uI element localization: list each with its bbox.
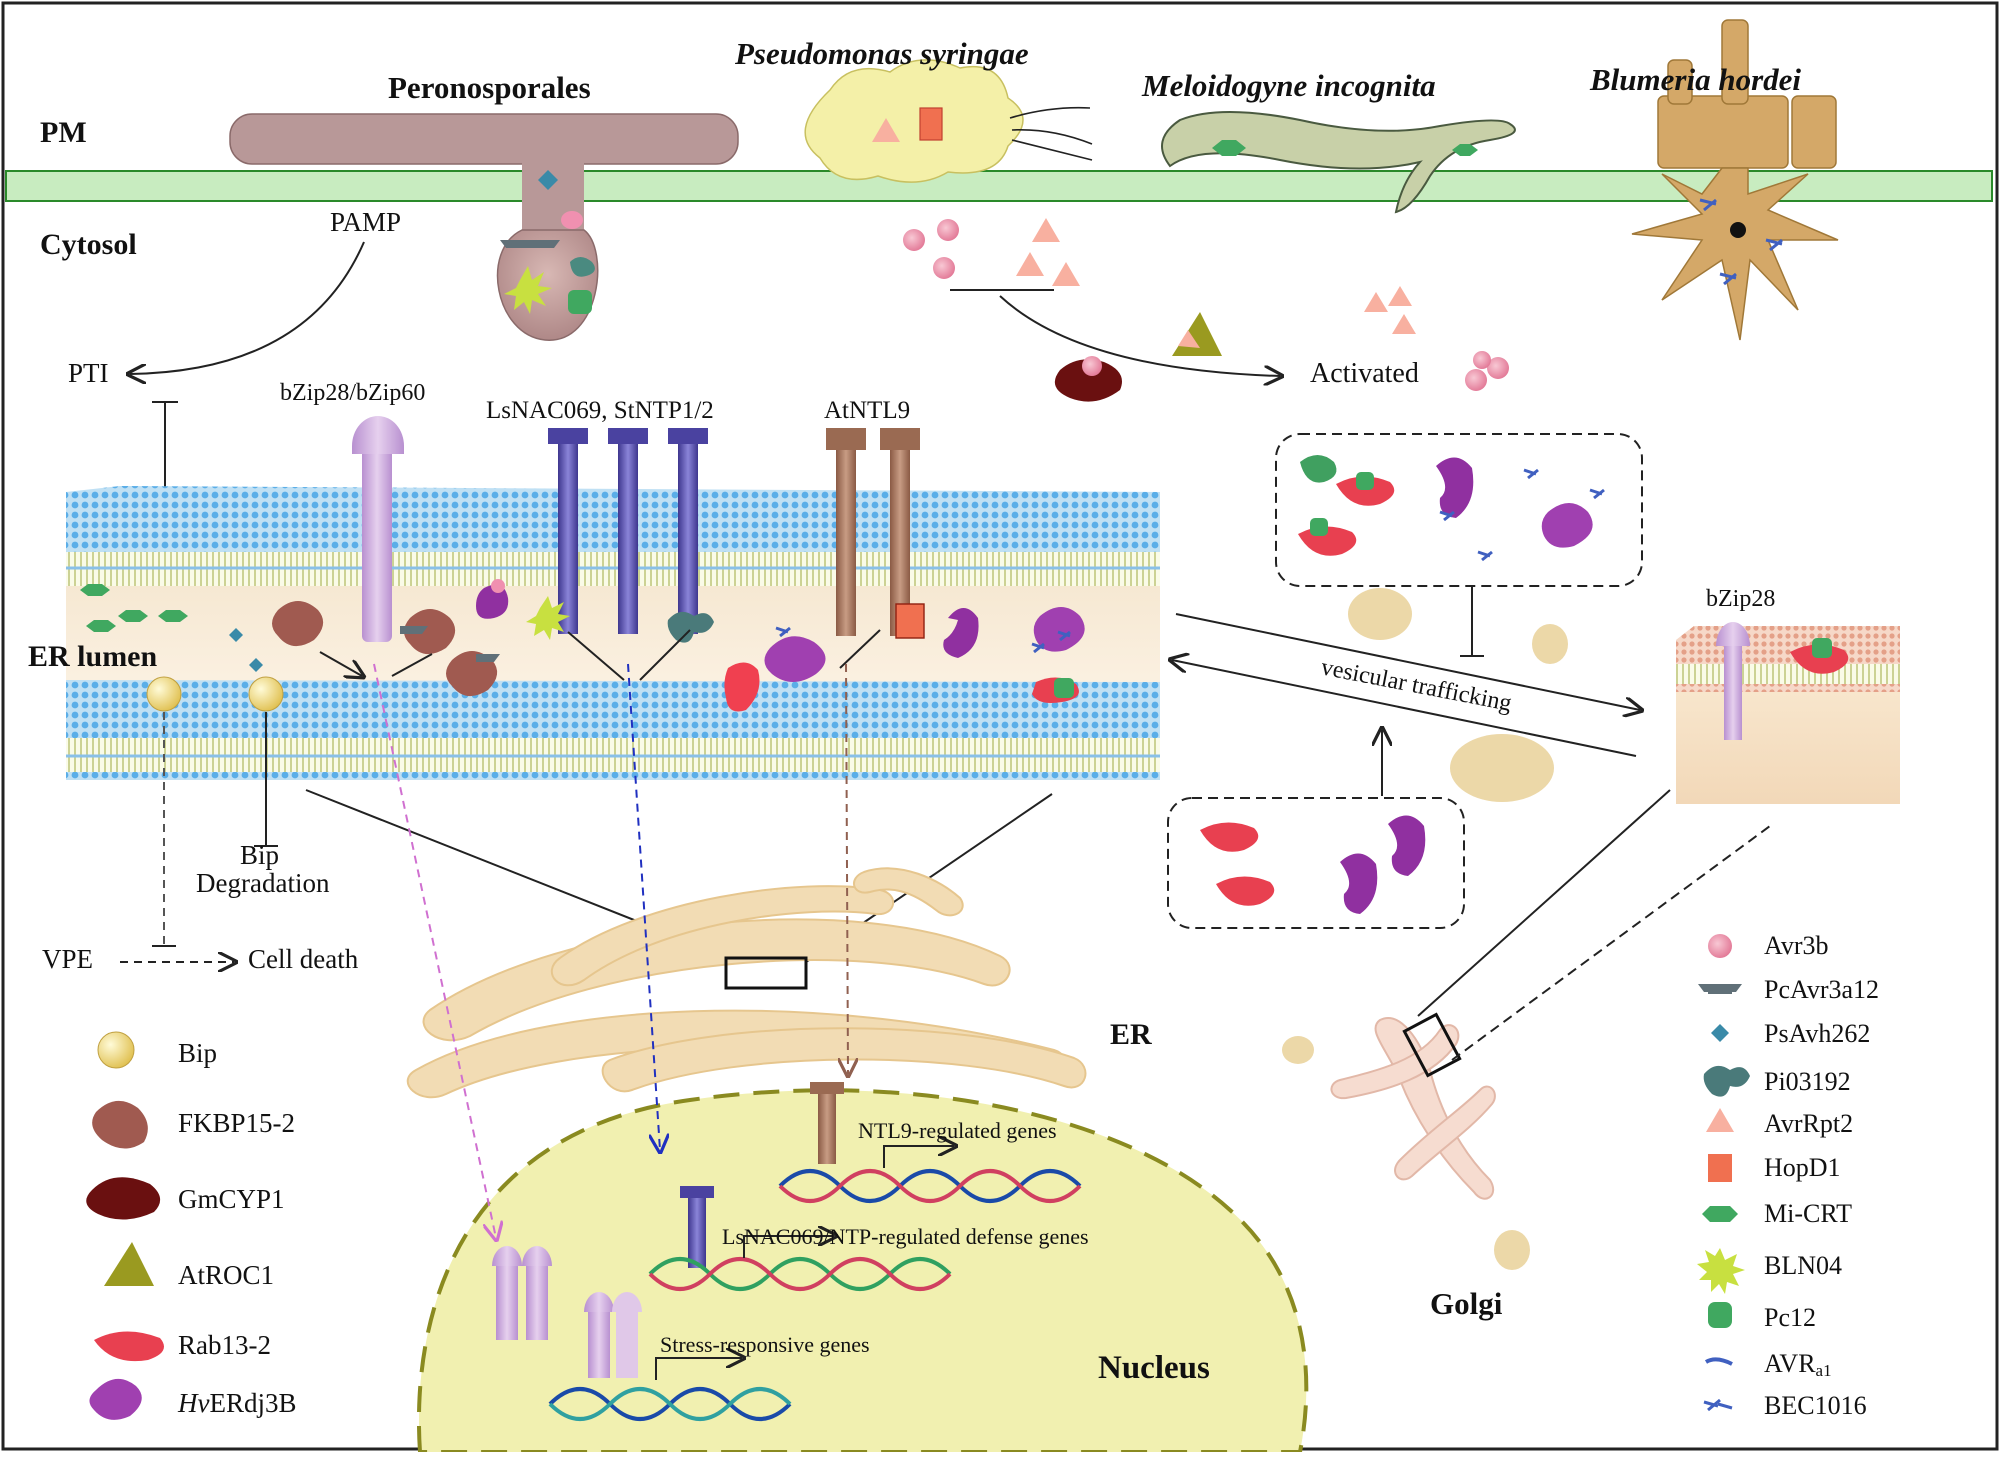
legend-left-label: FKBP15-2 bbox=[178, 1108, 295, 1138]
dna-ntl9 bbox=[778, 1169, 1082, 1203]
vpe-label: VPE bbox=[42, 944, 93, 974]
bzip28-bzip60-receptor bbox=[352, 416, 404, 642]
atroc1-icon bbox=[104, 1242, 154, 1286]
vesicle-1 bbox=[1348, 588, 1412, 640]
avrrpt2-icon bbox=[1706, 1108, 1734, 1132]
pamp-label: PAMP bbox=[330, 207, 401, 237]
legend-right-label: PcAvr3a12 bbox=[1764, 975, 1879, 1004]
convergence-lines bbox=[319, 629, 881, 681]
nucleus-label: Nucleus bbox=[1098, 1350, 1210, 1386]
bzip28-bzip60-label: bZip28/bZip60 bbox=[280, 380, 425, 406]
cell-death-label: Cell death bbox=[248, 944, 359, 974]
pseudomonas-label: Pseudomonas syringae bbox=[734, 36, 1029, 71]
meloidogyne-nematode bbox=[1161, 111, 1516, 214]
bln04-icon bbox=[1697, 1248, 1745, 1294]
avr3b-icon bbox=[1708, 934, 1732, 958]
er-label: ER bbox=[1110, 1018, 1152, 1051]
legend-right-label: HopD1 bbox=[1764, 1153, 1841, 1182]
pcavr3a12-icon bbox=[1698, 984, 1742, 994]
legend-right: Avr3b PcAvr3a12 PsAvh262 Pi03192 AvrRpt2… bbox=[1697, 931, 1879, 1420]
dna-stress bbox=[548, 1387, 792, 1421]
pseudomonas-bacterium bbox=[804, 59, 1093, 183]
vesicle-cluster-bottom bbox=[1167, 797, 1465, 929]
vesicle-cluster-top bbox=[1275, 433, 1643, 587]
er-lumen-label: ER lumen bbox=[28, 640, 158, 673]
vesicle-2 bbox=[1532, 624, 1568, 664]
small-er-block bbox=[1676, 622, 1900, 804]
meloidogyne-label: Meloidogyne incognita bbox=[1141, 68, 1436, 103]
stress-genes-label: Stress-responsive genes bbox=[660, 1332, 870, 1357]
ntl9-genes-label: NTL9-regulated genes bbox=[858, 1118, 1057, 1143]
nucleus bbox=[417, 1088, 1309, 1454]
legend-left-label: GmCYP1 bbox=[178, 1184, 285, 1214]
fkbp15-2-icon bbox=[92, 1100, 148, 1149]
bip-label: Bip bbox=[240, 840, 279, 870]
plasma-membrane bbox=[5, 170, 1993, 202]
legend-left-label: AtROC1 bbox=[178, 1260, 274, 1290]
psavh262-icon bbox=[1711, 1024, 1729, 1042]
lsnac-stntp-label: LsNAC069, StNTP1/2 bbox=[486, 397, 714, 424]
activated-label: Activated bbox=[1310, 358, 1419, 389]
hverdj3b-icon bbox=[89, 1378, 142, 1420]
legend-right-label: Mi-CRT bbox=[1764, 1199, 1852, 1228]
golgi-label: Golgi bbox=[1430, 1286, 1503, 1321]
lsnac-receptors bbox=[548, 428, 708, 634]
avra1-icon bbox=[1704, 1357, 1733, 1366]
legend-right-label: Pc12 bbox=[1764, 1303, 1816, 1332]
er-zoom-box bbox=[724, 956, 808, 990]
legend-left: Bip FKBP15-2 GmCYP1 AtROC1 Rab13-2 HvERd… bbox=[86, 1031, 297, 1420]
nuclear-receptors bbox=[492, 1082, 844, 1378]
dna-lsnac bbox=[648, 1257, 952, 1291]
legend-right-label: PsAvh262 bbox=[1764, 1019, 1870, 1048]
vesicle-proteins-top bbox=[1298, 455, 1605, 562]
bzip28-label: bZip28 bbox=[1706, 586, 1775, 612]
blumeria-label: Blumeria hordei bbox=[1589, 62, 1801, 97]
vesicle-proteins-bottom bbox=[1200, 815, 1426, 914]
legend-left-label: Rab13-2 bbox=[178, 1330, 271, 1360]
er-cisternae bbox=[406, 867, 1087, 1099]
golgi bbox=[1330, 1017, 1496, 1200]
golgi-zoom-box bbox=[1402, 1012, 1462, 1078]
legend-right-label: Avr3b bbox=[1764, 931, 1829, 960]
legend-right-label: AVRa1 bbox=[1764, 1349, 1832, 1380]
legend-right-label: BEC1016 bbox=[1764, 1391, 1867, 1420]
legend-left-label: HvERdj3B bbox=[177, 1388, 297, 1418]
peronosporales-label: Peronosporales bbox=[388, 70, 591, 105]
atntl9-receptors bbox=[826, 428, 920, 636]
hopd1-icon bbox=[1708, 1154, 1732, 1182]
vesicle-4 bbox=[1282, 1036, 1314, 1064]
legend-right-label: AvrRpt2 bbox=[1764, 1109, 1853, 1138]
pi03192-icon bbox=[1703, 1065, 1750, 1097]
mi-crt-icon bbox=[1702, 1206, 1738, 1222]
legend-right-label: BLN04 bbox=[1764, 1251, 1842, 1280]
vesicle-3 bbox=[1450, 734, 1554, 802]
peronosporales-hypha bbox=[229, 113, 739, 341]
degradation-label: Degradation bbox=[196, 868, 330, 898]
pti-label: PTI bbox=[68, 358, 109, 388]
er-lumen-proteins bbox=[80, 579, 1085, 712]
pm-label: PM bbox=[40, 116, 87, 149]
er-membrane-slab bbox=[66, 486, 1160, 780]
pc12-icon bbox=[1708, 1302, 1732, 1328]
cytosol-effectors bbox=[903, 218, 1509, 402]
lsnac-genes-label: LsNAC069/NTP-regulated defense genes bbox=[722, 1224, 1089, 1249]
atntl9-label: AtNTL9 bbox=[824, 397, 910, 424]
gmcyp1-icon bbox=[86, 1177, 161, 1220]
legend-left-label: Bip bbox=[178, 1038, 217, 1068]
rab13-2-icon bbox=[94, 1331, 164, 1362]
blumeria-fungus bbox=[1631, 19, 1839, 341]
bec1016-icon bbox=[1703, 1398, 1733, 1412]
cytosol-label: Cytosol bbox=[40, 228, 137, 261]
vesicle-5 bbox=[1494, 1230, 1530, 1270]
bip-icon bbox=[97, 1031, 135, 1069]
legend-right-label: Pi03192 bbox=[1764, 1067, 1851, 1096]
